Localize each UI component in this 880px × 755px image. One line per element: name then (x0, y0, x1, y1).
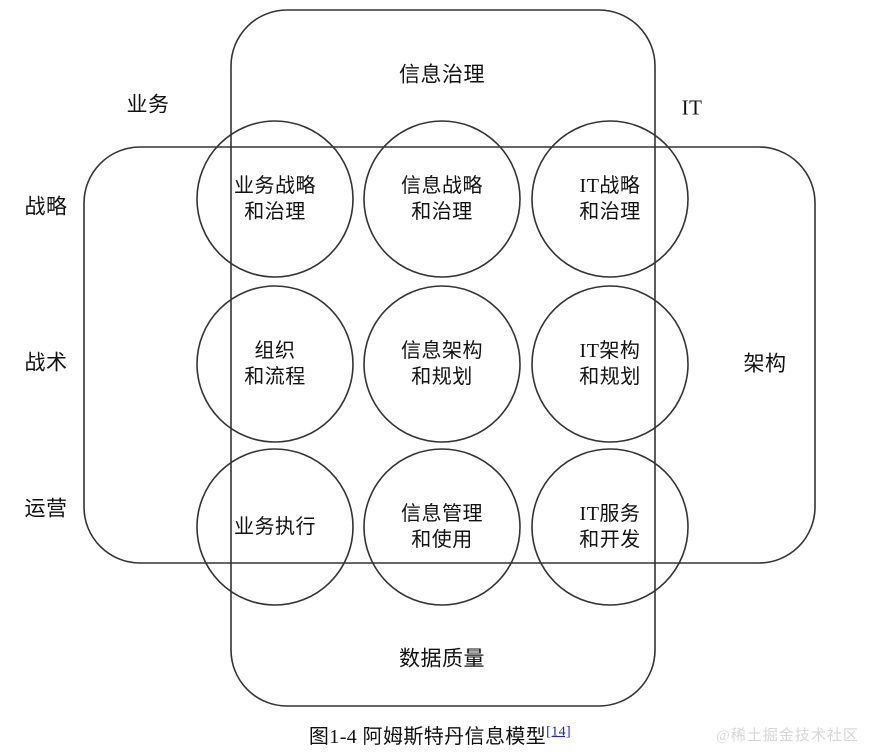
band-label-information-governance: 信息治理 (399, 62, 485, 87)
node-label-line1: IT战略 (579, 175, 641, 197)
node-circle-information-strategy[interactable] (363, 120, 521, 278)
watermark: @稀土掘金技术社区 (716, 728, 859, 744)
node-circle-it-architecture[interactable] (531, 285, 689, 443)
node-label-line1: 信息管理 (401, 503, 483, 525)
node-label-line2: 和治理 (411, 201, 473, 223)
node-label-line2: 和治理 (579, 201, 641, 223)
band-label-architecture: 架构 (743, 351, 787, 376)
band-label-data-quality: 数据质量 (399, 646, 485, 671)
node-label-line2: 和规划 (579, 366, 641, 388)
governance-quality-band (230, 9, 656, 707)
node-label-organization-process: 组织 和流程 (244, 338, 306, 390)
node-circle-it-service[interactable] (531, 448, 689, 606)
axis-label-business: 业务 (126, 92, 170, 117)
node-circle-it-strategy[interactable] (531, 120, 689, 278)
node-label-information-management: 信息管理 和使用 (401, 501, 483, 553)
node-label-line1: 信息架构 (401, 340, 483, 362)
node-label-it-architecture: IT架构 和规划 (579, 338, 641, 390)
business-it-band (83, 146, 816, 564)
node-label-business-execution: 业务执行 (234, 514, 316, 540)
node-label-line1: 业务执行 (234, 516, 316, 538)
node-label-line1: 信息战略 (401, 175, 483, 197)
node-circle-information-architecture[interactable] (363, 285, 521, 443)
node-circle-information-management[interactable] (363, 448, 521, 606)
node-label-information-architecture: 信息架构 和规划 (401, 338, 483, 390)
node-label-line1: 业务战略 (234, 175, 316, 197)
axis-label-it: IT (681, 95, 703, 120)
axis-label-operations: 运营 (24, 496, 68, 521)
node-label-line1: IT服务 (579, 503, 641, 525)
figure-caption-text: 图1-4 阿姆斯特丹信息模型 (308, 726, 547, 748)
axis-label-tactics: 战术 (24, 350, 68, 375)
axis-label-strategy: 战略 (24, 194, 68, 219)
node-circle-organization-process[interactable] (196, 285, 354, 443)
node-label-line2: 和流程 (244, 366, 306, 388)
node-label-it-strategy: IT战略 和治理 (579, 173, 641, 225)
node-label-line2: 和开发 (579, 529, 641, 551)
node-label-line2: 和规划 (411, 366, 473, 388)
node-label-business-strategy: 业务战略 和治理 (234, 173, 316, 225)
node-circle-business-execution[interactable] (196, 448, 354, 606)
node-label-it-service: IT服务 和开发 (579, 501, 641, 553)
node-label-line1: 组织 (254, 340, 296, 362)
node-label-line2: 和使用 (411, 529, 473, 551)
figure-citation-link[interactable]: [14] (546, 724, 572, 740)
node-label-line2: 和治理 (244, 201, 306, 223)
node-label-information-strategy: 信息战略 和治理 (401, 173, 483, 225)
figure-caption: 图1-4 阿姆斯特丹信息模型[14] (0, 720, 880, 749)
node-label-line1: IT架构 (579, 340, 641, 362)
node-circle-business-strategy[interactable] (196, 120, 354, 278)
